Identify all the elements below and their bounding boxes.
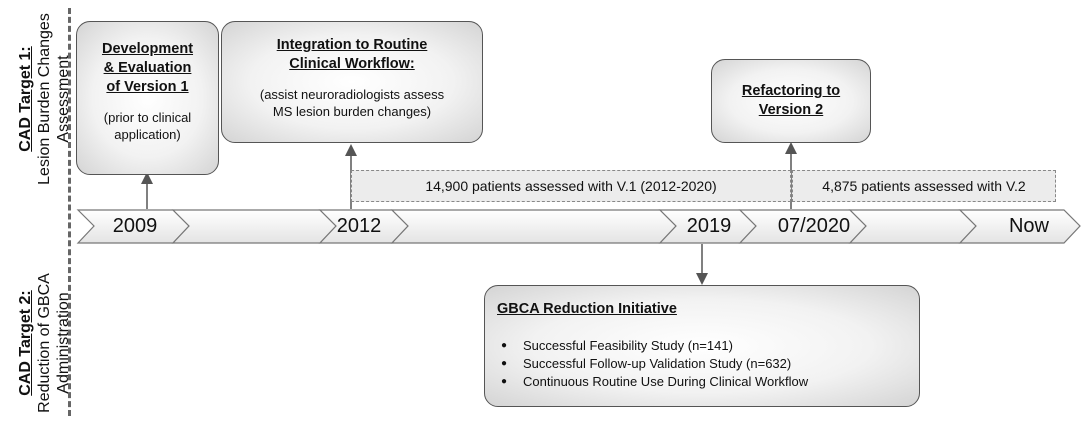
gbca-bullet: Successful Feasibility Study (n=141) — [501, 337, 907, 355]
chevron-7 — [848, 209, 977, 244]
gbca-bullet: Successful Follow-up Validation Study (n… — [501, 355, 907, 373]
timeline-label-072020: 07/2020 — [777, 215, 851, 237]
gbca-bullet-list: Successful Feasibility Study (n=141) Suc… — [501, 337, 907, 391]
dev-title: Development & Evaluation of Version 1 — [101, 41, 194, 95]
integration-body: (assist neuroradiologists assess MS lesi… — [259, 87, 445, 119]
band-v1: 14,900 patients assessed with V.1 (2012-… — [351, 170, 791, 202]
chevron-8 — [958, 209, 1081, 244]
chevron-4 — [390, 209, 677, 244]
gbca-title: GBCA Reduction Initiative — [497, 301, 677, 317]
gbca-bullet: Continuous Routine Use During Clinical W… — [501, 373, 907, 391]
integration-title: Integration to Routine Clinical Workflow… — [276, 37, 428, 72]
timeline-label-2012: 2012 — [336, 215, 382, 237]
chevron-2 — [171, 209, 337, 244]
integration-box: Integration to Routine Clinical Workflow… — [221, 21, 483, 143]
refactor-box: Refactoring to Version 2 — [711, 59, 871, 143]
timeline-label-2009: 2009 — [112, 215, 158, 237]
band-v2: 4,875 patients assessed with V.2 — [792, 170, 1056, 202]
timeline-label-now: Now — [1008, 215, 1049, 237]
timeline-label-2019: 2019 — [686, 215, 732, 237]
section-divider — [68, 8, 71, 416]
gbca-box: GBCA Reduction Initiative Successful Fea… — [484, 285, 920, 407]
refactor-title: Refactoring to Version 2 — [741, 83, 841, 118]
dev-body: (prior to clinical application) — [103, 110, 192, 142]
dev-box: Development & Evaluation of Version 1 (p… — [76, 21, 219, 175]
